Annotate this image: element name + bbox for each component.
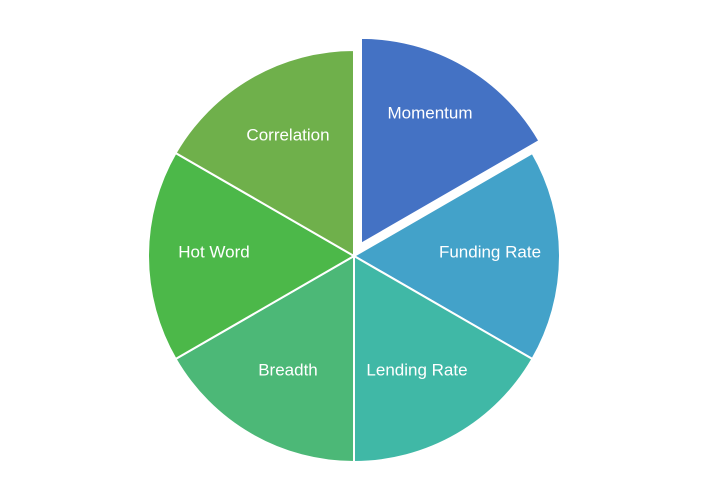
pie-slice-correlation[interactable] (174, 49, 355, 257)
pie-label-funding-rate: Funding Rate (439, 242, 541, 261)
pie-slices-group (147, 36, 561, 463)
pie-label-breadth: Breadth (258, 360, 318, 379)
pie-slice-lending-rate[interactable] (353, 255, 534, 463)
pie-slice-funding-rate[interactable] (353, 152, 561, 360)
pie-slice-momentum[interactable] (360, 36, 541, 245)
pie-label-momentum: Momentum (387, 103, 472, 122)
pie-label-correlation: Correlation (246, 125, 329, 144)
pie-slice-breadth[interactable] (174, 255, 355, 463)
pie-label-hot-word: Hot Word (178, 242, 250, 261)
pie-slice-hot-word[interactable] (147, 152, 355, 360)
pie-label-lending-rate: Lending Rate (366, 360, 467, 379)
